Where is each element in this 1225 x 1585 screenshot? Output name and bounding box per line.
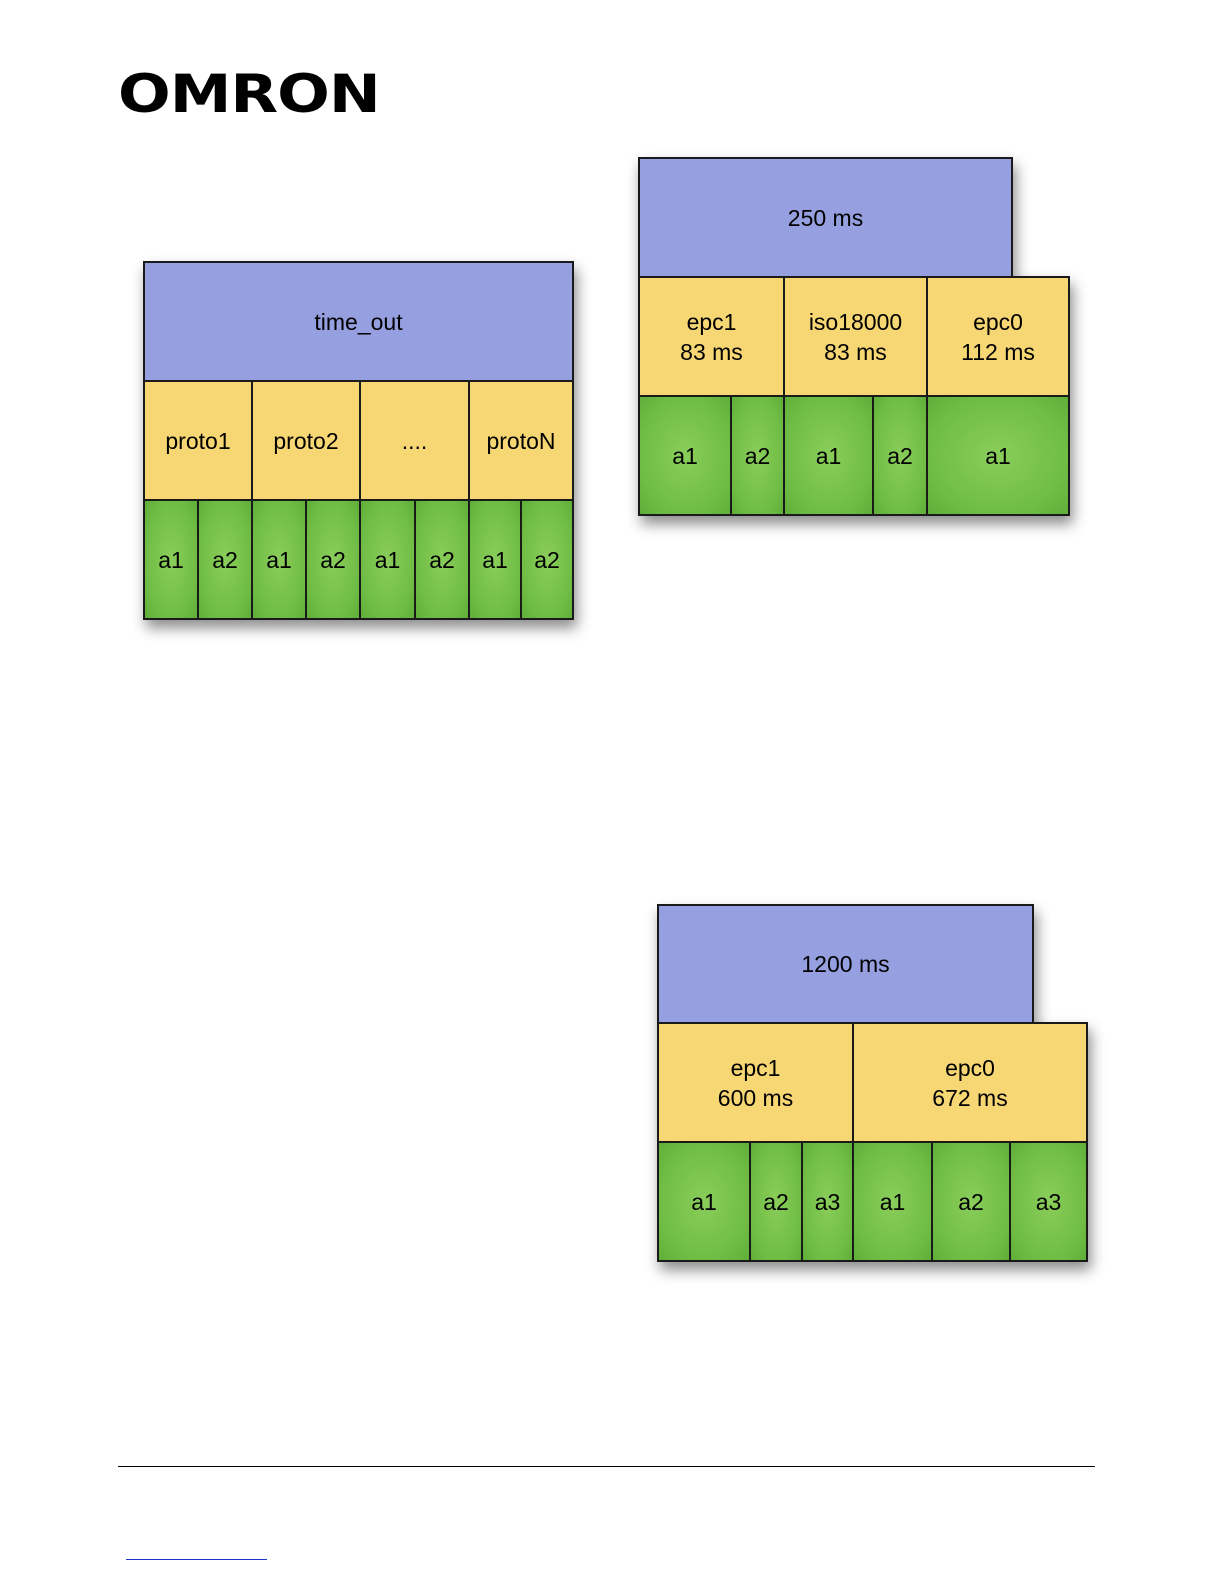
period-block: time_out [143, 261, 574, 382]
antenna-block: a2 [520, 499, 574, 620]
antenna-block: a2 [414, 499, 470, 620]
omron-logo: OMRON [118, 68, 380, 121]
antenna-block: a1 [251, 499, 307, 620]
antenna-block: a1 [468, 499, 522, 620]
antenna-block: a2 [197, 499, 253, 620]
protocol-block: epc1 600 ms [657, 1022, 854, 1143]
antenna-block: a1 [359, 499, 416, 620]
protocol-time: 83 ms [824, 337, 887, 367]
protocol-block: proto2 [251, 380, 361, 501]
footer-link-underline[interactable] [126, 1559, 267, 1560]
protocol-block: epc0 112 ms [926, 276, 1070, 397]
protocol-time: 600 ms [718, 1083, 793, 1113]
protocol-name: epc1 [687, 307, 737, 337]
antenna-block: a3 [1009, 1141, 1088, 1262]
protocol-block: protoN [468, 380, 574, 501]
antenna-block: a1 [852, 1141, 933, 1262]
protocol-time: 83 ms [680, 337, 743, 367]
antenna-block: a3 [801, 1141, 854, 1262]
protocol-time: 672 ms [932, 1083, 1007, 1113]
antenna-block: a1 [783, 395, 874, 516]
protocol-name: epc0 [945, 1053, 995, 1083]
antenna-block: a2 [730, 395, 785, 516]
protocol-block: iso18000 83 ms [783, 276, 928, 397]
antenna-block: a1 [926, 395, 1070, 516]
protocol-block: epc0 672 ms [852, 1022, 1088, 1143]
footer-divider [118, 1466, 1095, 1467]
protocol-time: 112 ms [961, 337, 1035, 367]
antenna-block: a2 [931, 1141, 1011, 1262]
antenna-block: a1 [657, 1141, 751, 1262]
protocol-name: epc0 [973, 307, 1023, 337]
period-block: 1200 ms [657, 904, 1034, 1024]
antenna-block: a2 [305, 499, 361, 620]
period-block: 250 ms [638, 157, 1013, 278]
antenna-block: a2 [872, 395, 928, 516]
protocol-name: iso18000 [809, 307, 902, 337]
protocol-block: epc1 83 ms [638, 276, 785, 397]
protocol-block: proto1 [143, 380, 253, 501]
protocol-block: .... [359, 380, 470, 501]
antenna-block: a2 [749, 1141, 803, 1262]
antenna-block: a1 [143, 499, 199, 620]
protocol-name: epc1 [731, 1053, 781, 1083]
antenna-block: a1 [638, 395, 732, 516]
